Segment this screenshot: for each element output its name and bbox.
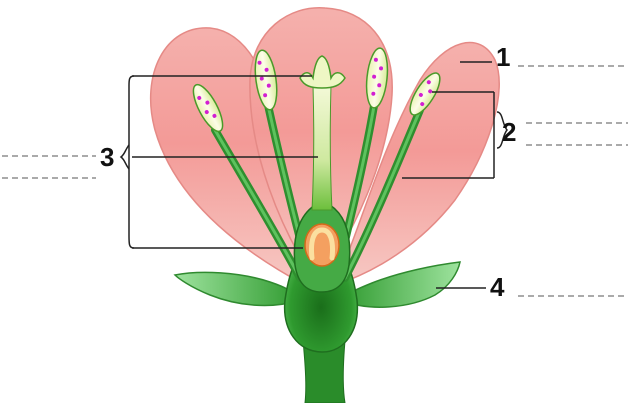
label-3: 3 bbox=[100, 142, 114, 172]
label-1: 1 bbox=[496, 42, 510, 72]
sepal-left bbox=[175, 272, 300, 305]
brace-3 bbox=[121, 145, 129, 169]
label-4-group: 4 bbox=[436, 272, 628, 302]
style bbox=[312, 85, 332, 210]
label-2: 2 bbox=[502, 117, 516, 147]
ovule bbox=[305, 224, 339, 266]
bracket-3 bbox=[129, 76, 134, 248]
label-4: 4 bbox=[490, 272, 505, 302]
